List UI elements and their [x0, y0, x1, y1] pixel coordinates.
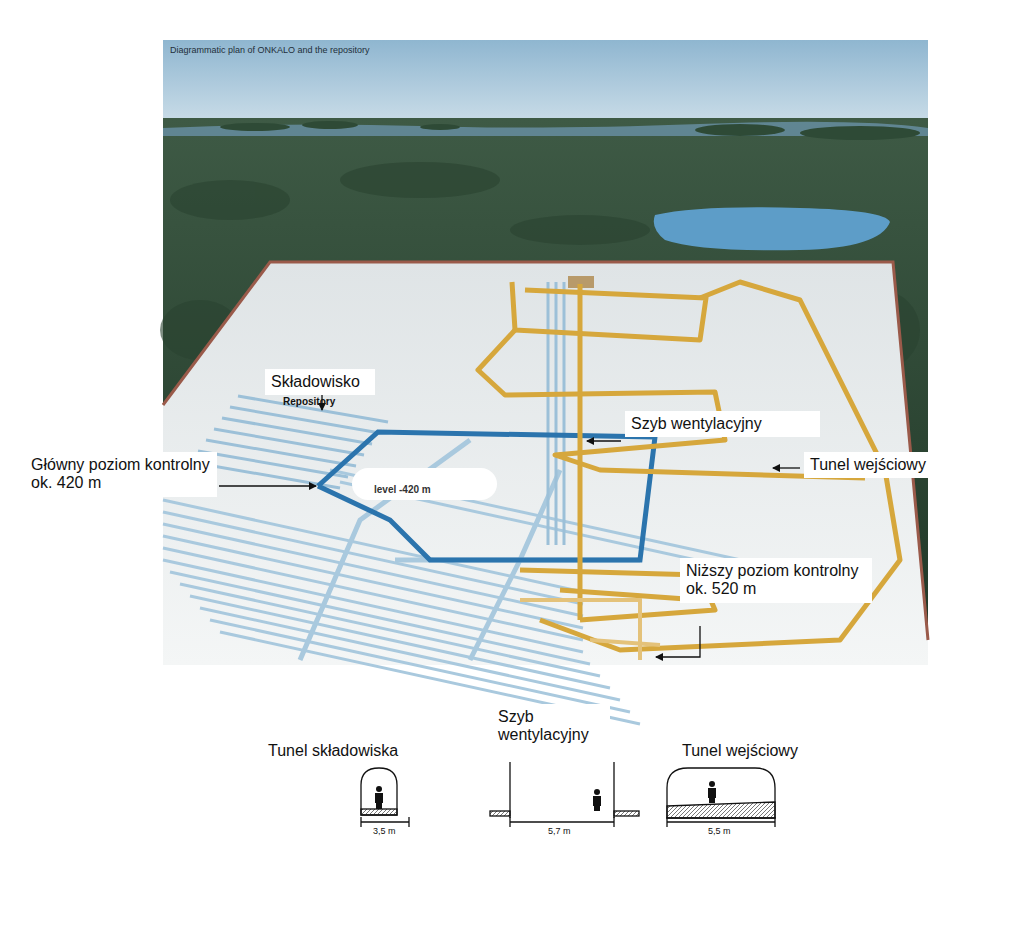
- figure-title: Diagrammatic plan of ONKALO and the repo…: [170, 45, 370, 55]
- original-label: Repository: [283, 396, 335, 408]
- level-label: Niższy poziom kontrolny ok. 520 m: [680, 558, 872, 603]
- level-label: Główny poziom kontrolny ok. 420 m: [25, 452, 217, 497]
- section-title: Tunel wejściowy: [676, 738, 836, 764]
- area-label: Składowisko: [265, 369, 375, 395]
- dimension: 3,5 m: [373, 826, 396, 836]
- section-title: Tunel składowiska: [262, 738, 422, 764]
- dimension: 5,7 m: [548, 826, 571, 836]
- tunnel-label: Tunel wejściowy: [804, 452, 974, 478]
- original-label: level -420 m: [352, 468, 497, 500]
- section-title: Szyb wentylacyjny: [492, 704, 610, 749]
- dimension: 5,5 m: [708, 826, 731, 836]
- shaft-label: Szyb wentylacyjny: [625, 411, 820, 437]
